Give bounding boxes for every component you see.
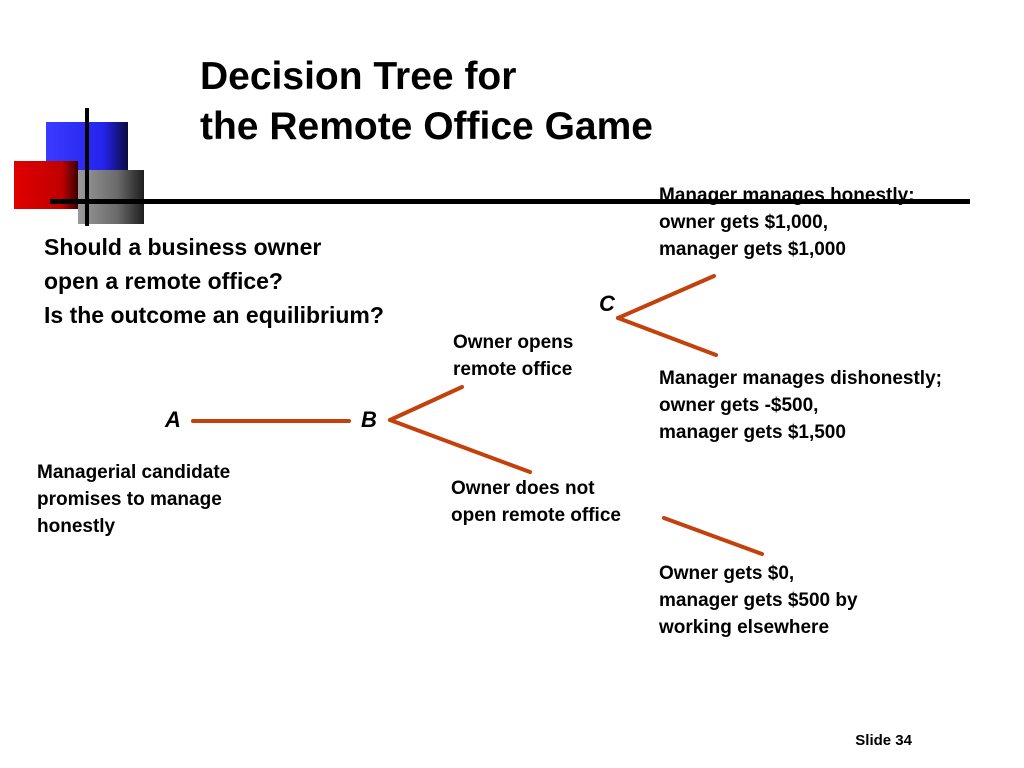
node-a: A bbox=[165, 407, 181, 432]
outcome-line: Owner gets $0, bbox=[659, 563, 795, 584]
branch-not-open-label: Owner does not open remote office bbox=[451, 475, 621, 529]
label-line: honestly bbox=[37, 516, 116, 537]
title-line-1: Decision Tree for bbox=[200, 55, 517, 98]
outcome-no-office: Owner gets $0, manager gets $500 by work… bbox=[659, 560, 858, 641]
label-line: Managerial candidate bbox=[37, 462, 231, 483]
node-c: C bbox=[599, 291, 615, 316]
slide-number: Slide 34 bbox=[855, 732, 912, 749]
title-line-2: the Remote Office Game bbox=[200, 105, 653, 148]
outcome-line: owner gets $1,000, bbox=[659, 212, 828, 233]
logo-decoration bbox=[14, 108, 144, 226]
node-b: B bbox=[361, 407, 377, 432]
outcome-dishonest: Manager manages dishonestly; owner gets … bbox=[659, 365, 942, 446]
outcome-line: Manager manages dishonestly; bbox=[659, 368, 942, 389]
outcome-line: manager gets $1,500 bbox=[659, 422, 846, 443]
tree-edges bbox=[191, 274, 764, 556]
outcome-line: Manager manages honestly; bbox=[659, 185, 915, 206]
label-line: Owner opens bbox=[453, 332, 574, 353]
outcome-honest: Manager manages honestly; owner gets $1,… bbox=[659, 182, 915, 263]
question-line: Is the outcome an equilibrium? bbox=[44, 302, 384, 328]
outcome-line: manager gets $500 by bbox=[659, 590, 858, 611]
outcome-line: owner gets -$500, bbox=[659, 395, 819, 416]
label-line: open remote office bbox=[451, 505, 621, 526]
label-line: promises to manage bbox=[37, 489, 222, 510]
edge-b-not-open bbox=[388, 418, 532, 474]
question-line: Should a business owner bbox=[44, 234, 322, 260]
branch-opens-label: Owner opens remote office bbox=[453, 329, 573, 383]
edge-no-office-payoff bbox=[662, 516, 764, 556]
label-line: remote office bbox=[453, 359, 573, 380]
node-a-label: Managerial candidate promises to manage … bbox=[37, 459, 230, 540]
slide-title: Decision Tree for the Remote Office Game bbox=[200, 52, 900, 152]
edge-c-honest bbox=[616, 274, 716, 320]
question-text: Should a business owner open a remote of… bbox=[44, 230, 524, 332]
label-line: Owner does not bbox=[451, 478, 595, 499]
logo-vertical-bar bbox=[85, 108, 89, 226]
question-line: open a remote office? bbox=[44, 268, 283, 294]
edge-b-opens bbox=[388, 385, 464, 422]
outcome-line: working elsewhere bbox=[659, 617, 830, 638]
outcome-line: manager gets $1,000 bbox=[659, 239, 846, 260]
title-rule bbox=[50, 199, 970, 204]
edge-c-dishonest bbox=[616, 316, 718, 357]
